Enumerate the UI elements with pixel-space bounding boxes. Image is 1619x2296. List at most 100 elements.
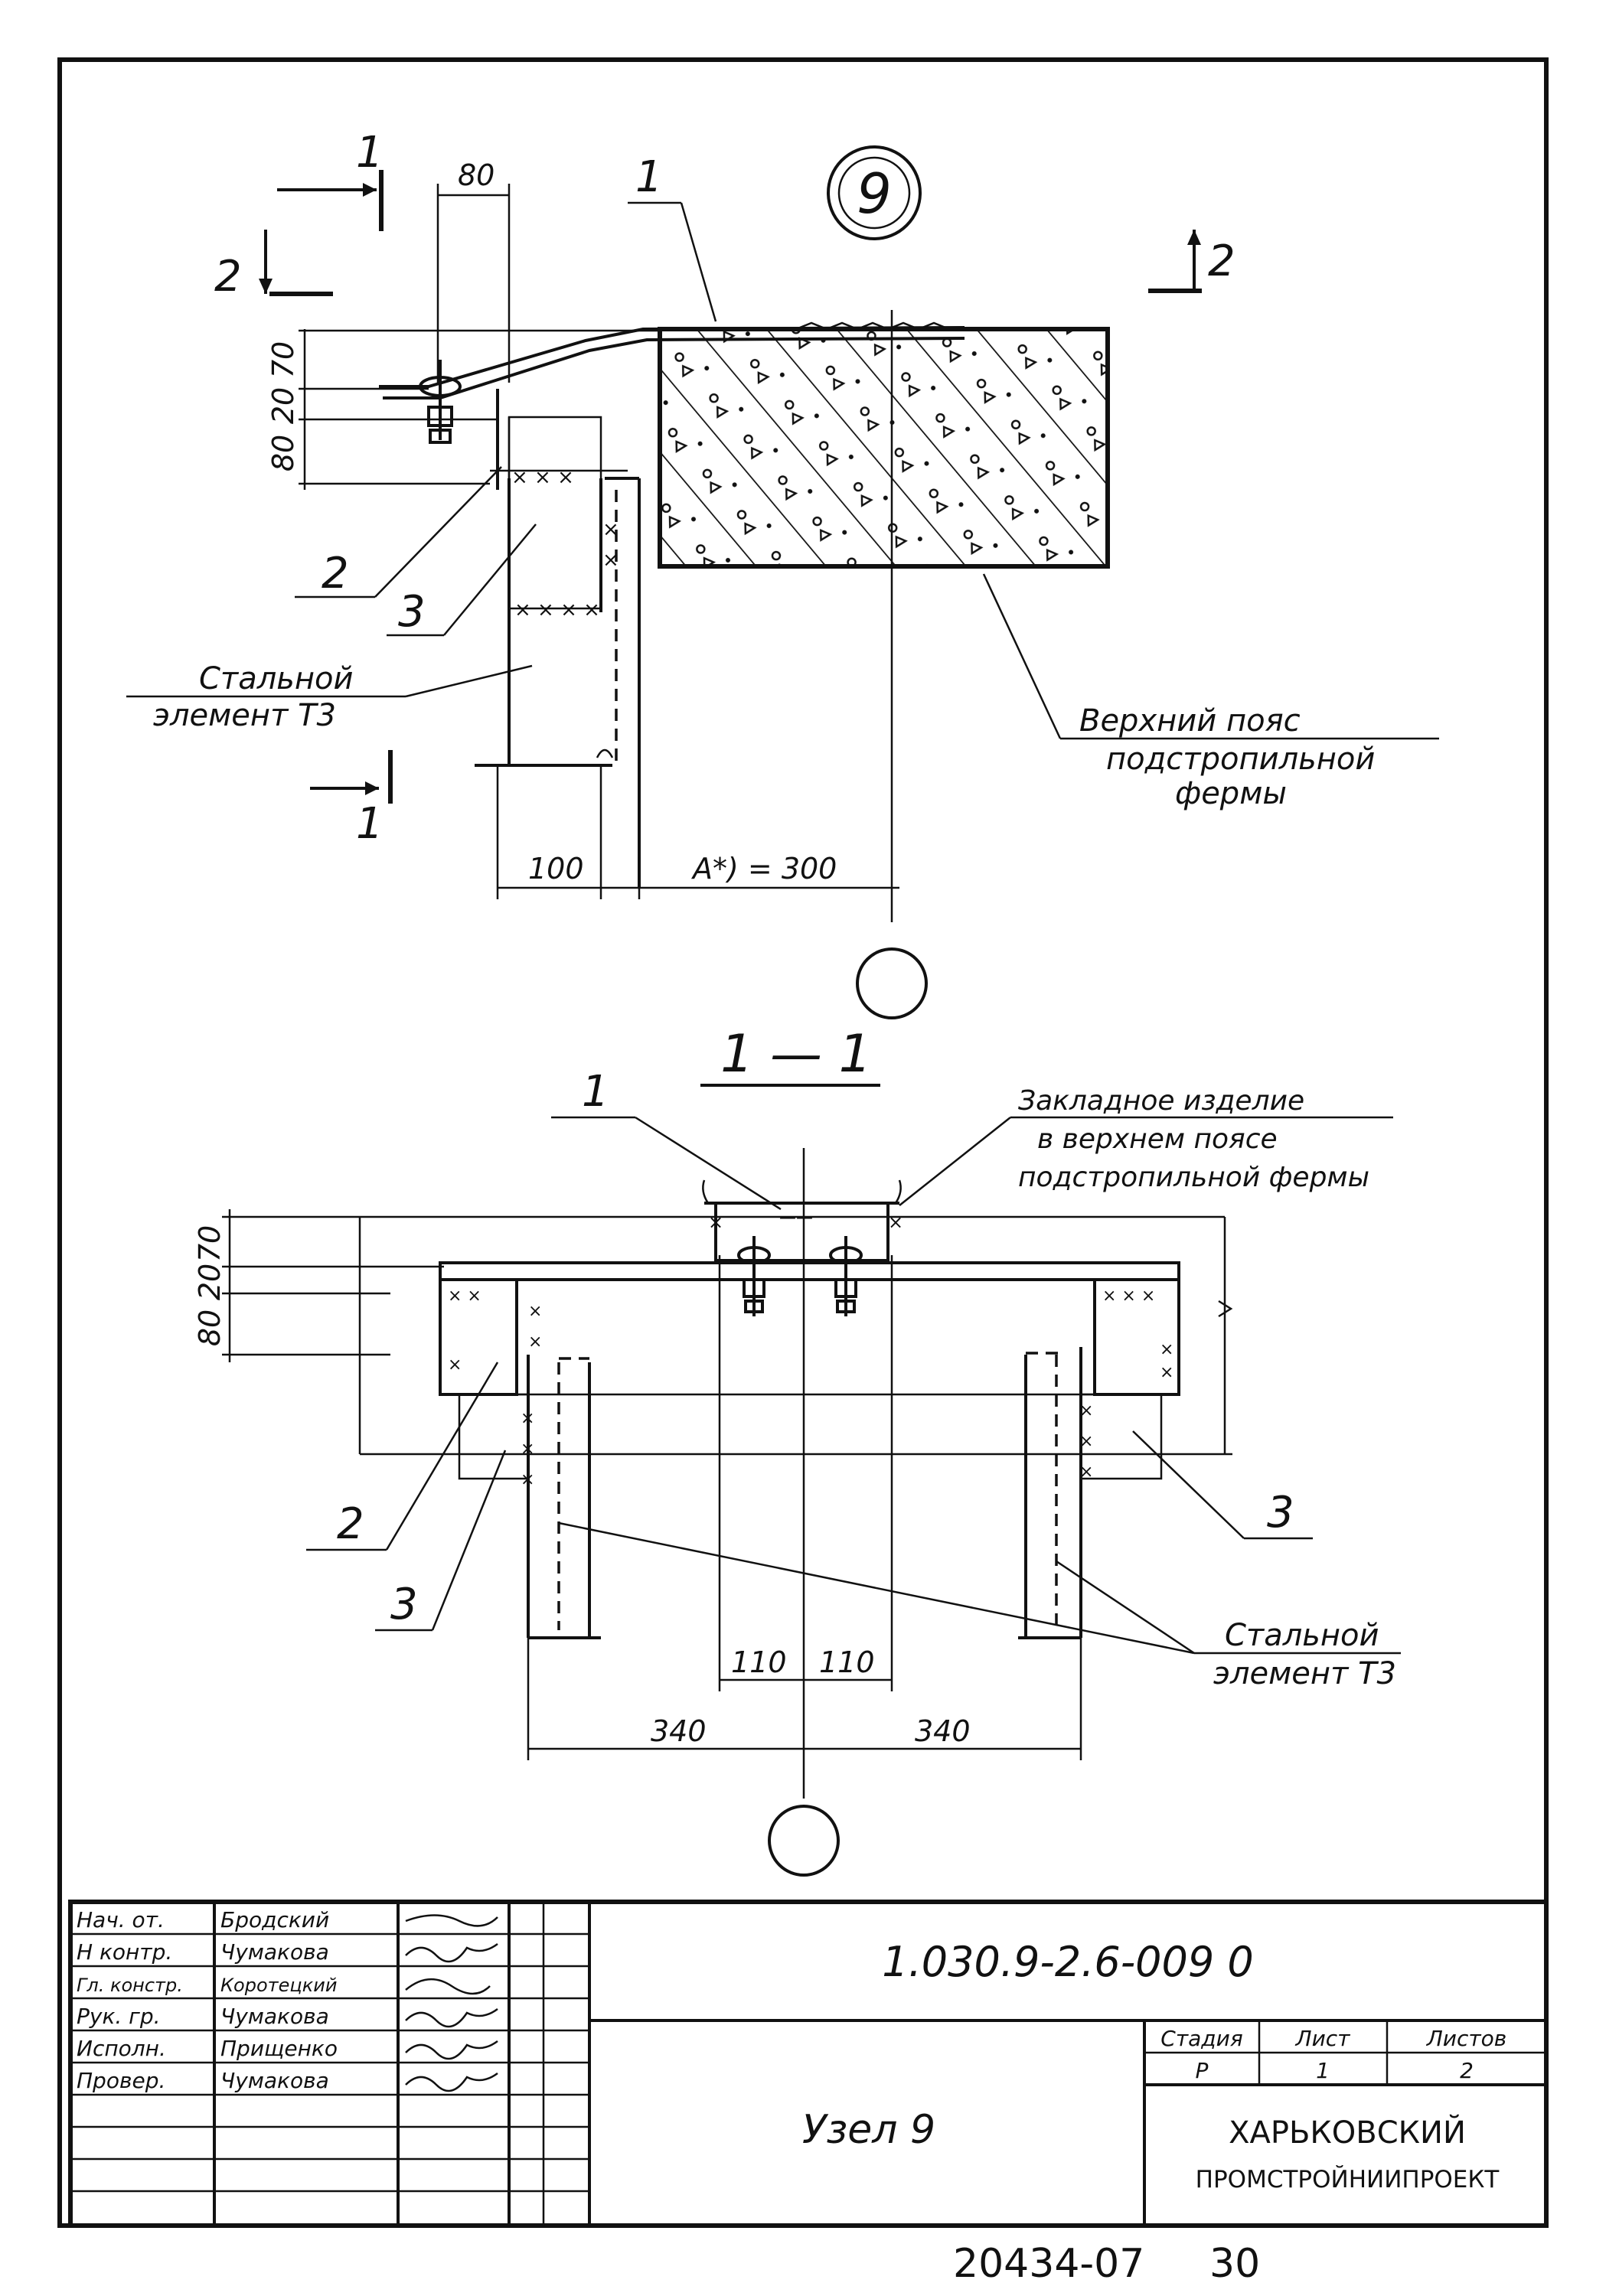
svg-text:фермы: фермы bbox=[1175, 776, 1287, 811]
svg-text:×: × bbox=[1160, 1363, 1173, 1382]
svg-text:110: 110 bbox=[819, 1645, 875, 1679]
svg-text:×: × bbox=[602, 518, 619, 541]
designation: 1.030.9-2.6-009 0 bbox=[882, 1938, 1254, 1986]
svg-text:подстропильной: подстропильной bbox=[1106, 742, 1375, 777]
svg-text:1: 1 bbox=[356, 799, 384, 849]
svg-text:Провер.: Провер. bbox=[77, 2068, 165, 2093]
svg-text:110: 110 bbox=[731, 1645, 787, 1679]
title-block: Нач. от. Бродский Н контр. Чумакова Гл. … bbox=[68, 1900, 1549, 2228]
svg-text:340: 340 bbox=[651, 1714, 707, 1748]
svg-text:Бродский: Бродский bbox=[220, 1907, 329, 1932]
section-steel-elements: × × × × × × bbox=[521, 1347, 1093, 1639]
axis-marker-section bbox=[768, 1805, 840, 1877]
node-number-marker: 9 bbox=[827, 145, 922, 240]
callout-1-section: 1 bbox=[551, 1067, 782, 1211]
svg-text:Закладное изделие: Закладное изделие bbox=[1018, 1085, 1304, 1117]
section-bolts bbox=[737, 1236, 863, 1316]
label-embedded-item: Закладное изделие в верхнем поясе подстр… bbox=[899, 1085, 1393, 1206]
svg-text:Стадия: Стадия bbox=[1160, 2026, 1242, 2051]
svg-text:1: 1 bbox=[635, 152, 663, 202]
svg-text:——: —— bbox=[779, 1208, 813, 1228]
svg-text:Гл. констр.: Гл. констр. bbox=[77, 1975, 183, 1996]
svg-text:×: × bbox=[1079, 1401, 1093, 1420]
svg-text:×: × bbox=[521, 1470, 534, 1489]
label-steel-element-upper: Стальной элемент Т3 bbox=[126, 661, 533, 733]
svg-text:Верхний пояс: Верхний пояс bbox=[1079, 703, 1301, 739]
svg-text:×: × bbox=[888, 1212, 903, 1233]
section-dimension-chain-left: 70 20 80 bbox=[193, 1209, 1233, 1456]
role-row-2: Н контр. Чумакова bbox=[77, 1939, 498, 1965]
callout-3-upper: 3 bbox=[387, 523, 537, 637]
svg-text:1: 1 bbox=[356, 128, 384, 178]
svg-text:Н контр.: Н контр. bbox=[77, 1939, 172, 1965]
dimension-chain-left: 70 20 80 bbox=[266, 329, 658, 490]
svg-text:1: 1 bbox=[582, 1067, 609, 1117]
svg-text:2: 2 bbox=[1208, 236, 1235, 286]
svg-text:Р: Р bbox=[1196, 2058, 1209, 2083]
section-angle-and-plates: × × × × × × × × × × bbox=[439, 1261, 1180, 1480]
svg-text:2: 2 bbox=[337, 1499, 364, 1549]
svg-text:80: 80 bbox=[266, 435, 300, 471]
svg-text:×: × bbox=[708, 1212, 723, 1233]
role-row-6: Провер. Чумакова bbox=[77, 2068, 498, 2093]
svg-text:Стальной: Стальной bbox=[199, 661, 354, 696]
svg-text:3: 3 bbox=[1267, 1488, 1294, 1538]
role-row-3: Гл. констр. Коротецкий bbox=[77, 1975, 491, 1996]
svg-text:Листов: Листов bbox=[1426, 2026, 1507, 2051]
svg-text:2: 2 bbox=[214, 252, 242, 302]
svg-text:1 — 1: 1 — 1 bbox=[720, 1024, 872, 1084]
svg-text:Исполн.: Исполн. bbox=[77, 2036, 166, 2061]
svg-text:1: 1 bbox=[1316, 2058, 1330, 2083]
svg-text:100: 100 bbox=[528, 852, 584, 885]
label-steel-element-section: Стальной элемент Т3 bbox=[558, 1521, 1401, 1691]
axis-line-section bbox=[768, 1148, 840, 1877]
steel-assembly: × × × × × × × × × bbox=[475, 389, 641, 888]
svg-text:Чумакова: Чумакова bbox=[220, 1939, 329, 1965]
svg-text:элемент Т3: элемент Т3 bbox=[153, 698, 336, 733]
organization-line-2: ПРОМСТРОЙНИИПРОЕКТ bbox=[1196, 2166, 1500, 2193]
svg-text:Коротецкий: Коротецкий bbox=[220, 1975, 337, 1996]
callout-2-upper: 2 bbox=[295, 466, 502, 598]
svg-text:20: 20 bbox=[193, 1264, 227, 1300]
svg-text:×: × bbox=[1079, 1463, 1093, 1482]
section-mark-1-bottom: 1 bbox=[310, 750, 393, 849]
archive-number: 20434-07 bbox=[953, 2241, 1144, 2287]
callout-3-section-right: 3 bbox=[1132, 1430, 1313, 1540]
section-mark-2-left: 2 bbox=[214, 230, 333, 302]
svg-text:80: 80 bbox=[458, 158, 495, 192]
svg-text:×: × bbox=[528, 1302, 542, 1321]
section-dimension-340: 340 340 bbox=[527, 1638, 1082, 1760]
role-row-1: Нач. от. Бродский bbox=[77, 1907, 498, 1932]
svg-text:×: × bbox=[602, 549, 619, 572]
svg-text:подстропильной фермы: подстропильной фермы bbox=[1018, 1162, 1369, 1193]
dimension-80-top: 80 bbox=[436, 158, 511, 383]
svg-text:Стальной: Стальной bbox=[1225, 1618, 1379, 1653]
svg-text:2: 2 bbox=[322, 549, 349, 598]
svg-text:× × ×: × × × bbox=[1102, 1287, 1155, 1306]
svg-text:×: × bbox=[521, 1409, 534, 1428]
callout-2-section: 2 bbox=[306, 1362, 499, 1551]
svg-text:3: 3 bbox=[390, 1580, 418, 1629]
truss-top-chord bbox=[658, 327, 1110, 569]
role-row-5: Исполн. Прищенко bbox=[77, 2036, 498, 2061]
svg-text:20: 20 bbox=[266, 387, 300, 424]
svg-text:×: × bbox=[521, 1440, 534, 1459]
dimension-100-and-a: 100 A*) = 300 bbox=[496, 765, 899, 899]
svg-text:×: × bbox=[528, 1332, 542, 1352]
svg-text:Прищенко: Прищенко bbox=[220, 2036, 338, 2061]
svg-text:3: 3 bbox=[398, 587, 426, 637]
svg-text:70: 70 bbox=[266, 341, 300, 378]
svg-text:Чумакова: Чумакова bbox=[220, 2068, 329, 2093]
svg-text:Чумакова: Чумакова bbox=[220, 2004, 329, 2029]
section-dimension-110: 110 110 bbox=[718, 1255, 893, 1691]
svg-text:в верхнем поясе: в верхнем поясе bbox=[1037, 1124, 1278, 1155]
svg-text:80: 80 bbox=[193, 1309, 227, 1346]
svg-text:× × × ×: × × × × bbox=[514, 598, 600, 621]
svg-text:2: 2 bbox=[1460, 2058, 1474, 2083]
section-view: 1 — 1 × × —— bbox=[193, 1024, 1401, 1877]
svg-text:70: 70 bbox=[193, 1225, 227, 1262]
upper-view: 9 1 2 2 1 bbox=[126, 128, 1439, 1019]
svg-text:× × ×: × × × bbox=[511, 466, 574, 489]
page-number: 30 bbox=[1209, 2241, 1260, 2287]
